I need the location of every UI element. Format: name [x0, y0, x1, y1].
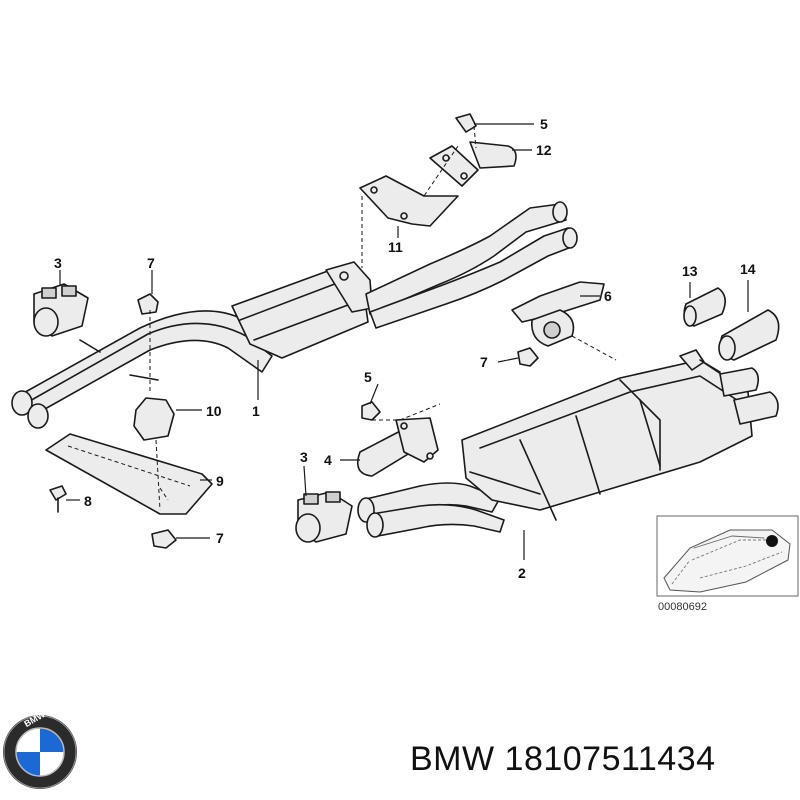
- right-hardware: [511, 281, 617, 367]
- callout-leaders: [59, 123, 749, 560]
- callout-3-middle: 3: [300, 449, 308, 465]
- front-pipe-assembly: [11, 201, 578, 429]
- tailpipe-tips: [683, 287, 780, 361]
- left-hardware: [33, 283, 213, 549]
- bmw-roundel-icon: BMW: [3, 709, 77, 789]
- inset-reference-number: 00080692: [658, 601, 707, 613]
- callout-5-middle: 5: [364, 369, 372, 385]
- callout-13: 13: [682, 263, 698, 279]
- callout-14: 14: [740, 261, 756, 277]
- flange-parts-top: [359, 113, 517, 268]
- callout-4: 4: [324, 452, 332, 468]
- callout-3-left: 3: [54, 255, 62, 271]
- callout-7-right: 7: [480, 354, 488, 370]
- exhaust-location-marker: [766, 535, 778, 547]
- part-number-caption: BMW 18107511434: [410, 740, 716, 778]
- callout-labels: 5 12 11 3 7 13 14 6 7 1 5 10 4 3 9 8 7 2: [54, 116, 756, 581]
- callout-9: 9: [216, 473, 224, 489]
- callout-12: 12: [536, 142, 552, 158]
- callout-6: 6: [604, 288, 612, 304]
- callout-1: 1: [252, 403, 260, 419]
- callout-8: 8: [84, 493, 92, 509]
- callout-7-upper-left: 7: [147, 255, 155, 271]
- callout-7-lower: 7: [216, 530, 224, 546]
- callout-2: 2: [518, 565, 526, 581]
- callout-10: 10: [206, 403, 222, 419]
- vehicle-locator-inset: 00080692: [656, 515, 799, 613]
- callout-5-top: 5: [540, 116, 548, 132]
- callout-11: 11: [388, 239, 403, 255]
- rear-muffler: [357, 349, 779, 538]
- center-hardware: [295, 401, 441, 543]
